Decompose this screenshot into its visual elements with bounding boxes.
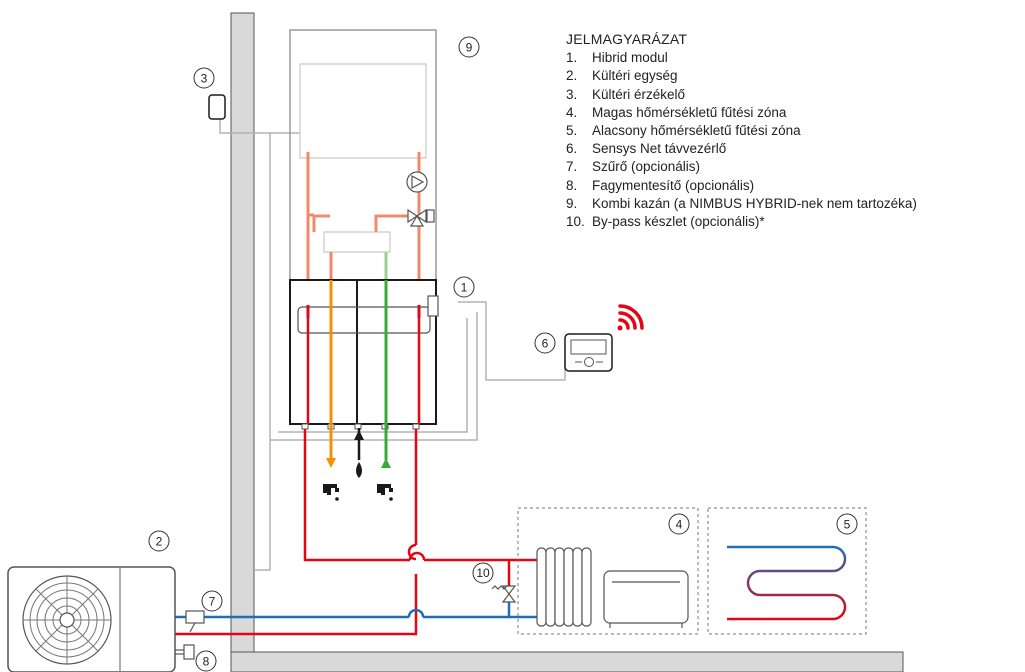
callout-7: 7: [201, 590, 223, 612]
legend-item: 4.Magas hőmérsékletű fűtési zóna: [566, 104, 787, 120]
svg-text:1: 1: [461, 281, 468, 295]
dhw-cold-arrow: [381, 458, 391, 468]
legend-item: 5.Alacsony hőmérsékletű fűtési zóna: [566, 123, 801, 139]
combi-boiler: [289, 29, 437, 281]
callout-2: 2: [148, 530, 170, 552]
legend-item: 7.Szűrő (opcionális): [566, 159, 701, 175]
callout-5: 5: [836, 513, 858, 535]
hybrid-module: [289, 279, 439, 430]
legend-item: 6.Sensys Net távvezérlő: [566, 141, 727, 157]
outdoor-sensor: [208, 94, 226, 120]
svg-text:4: 4: [676, 518, 683, 532]
callout-3: 3: [193, 67, 215, 89]
legend: JELMAGYARÁZAT 1.Hibrid modul 2.Kültéri e…: [566, 30, 917, 231]
dhw-hot-arrow: [326, 458, 336, 468]
underfloor-heating-coil: [727, 545, 847, 621]
pump-icon: [406, 171, 428, 193]
legend-item: 8.Fagymentesítő (opcionális): [566, 177, 755, 193]
building-wall: [230, 12, 255, 672]
svg-text:10: 10: [476, 566, 490, 580]
svg-text:3: 3: [201, 72, 208, 86]
legend-title: JELMAGYARÁZAT: [566, 31, 688, 47]
cold-water-tap-icon: [377, 484, 393, 501]
legend-item: 3.Kültéri érzékelő: [566, 86, 686, 102]
legend-item: 1.Hibrid modul: [566, 50, 668, 66]
zone-low-temp-box: [707, 507, 867, 635]
module-outlets: [306, 280, 421, 460]
svg-text:9: 9: [466, 41, 473, 55]
heating-return-pipe: [175, 600, 537, 619]
legend-item: 9.Kombi kazán (a NIMBUS HYBRID-nek nem t…: [566, 195, 917, 211]
svg-text:5: 5: [844, 518, 851, 532]
fan-coil-icon: [603, 570, 689, 628]
wifi-icon: [617, 304, 644, 331]
boiler-internal-pipes: [306, 152, 421, 310]
radiator-icon: [536, 547, 592, 627]
svg-text:2: 2: [156, 535, 163, 549]
svg-text:8: 8: [203, 655, 210, 669]
callout-4: 4: [668, 513, 690, 535]
callout-1: 1: [453, 276, 475, 298]
gas-flame-icon: [356, 462, 362, 478]
callout-6: 6: [534, 332, 556, 354]
remote-control: [564, 333, 613, 372]
svg-text:7: 7: [209, 595, 216, 609]
outdoor-unit: [7, 566, 176, 672]
filter-icon: [185, 610, 205, 633]
svg-text:6: 6: [542, 337, 549, 351]
callout-10: 10: [472, 562, 494, 584]
legend-item: 10.By-pass készlet (opcionális)*: [566, 214, 765, 230]
three-way-valve-icon: [407, 208, 435, 227]
callout-8: 8: [195, 650, 217, 672]
bypass-valve-icon: [491, 585, 517, 603]
gas-arrow: [354, 430, 364, 440]
legend-item: 2.Kültéri egység: [566, 68, 678, 84]
floor-slab: [230, 651, 904, 672]
callout-9: 9: [458, 36, 480, 58]
control-wiring: [219, 118, 566, 571]
zone-high-temp-box: [517, 507, 699, 635]
frost-protection-icon: [175, 644, 195, 660]
hot-water-tap-icon: [323, 484, 339, 501]
